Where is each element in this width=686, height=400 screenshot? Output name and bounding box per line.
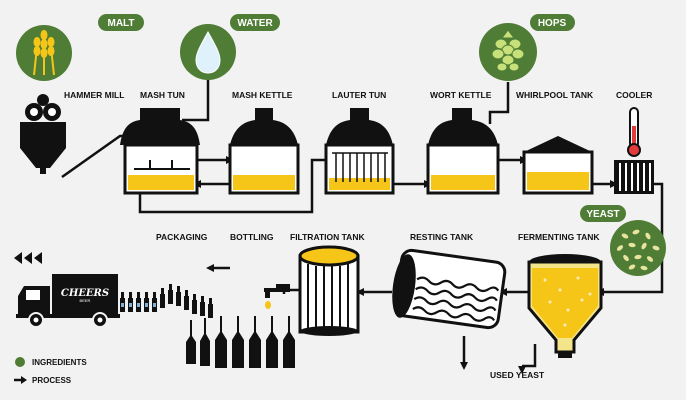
label-resting-tank: RESTING TANK <box>410 232 474 242</box>
yeast-badge: YEAST <box>580 205 666 276</box>
thermometer-icon <box>627 107 641 157</box>
mash-kettle <box>228 108 300 195</box>
resting-tank <box>392 248 507 330</box>
water-label: WATER <box>237 18 273 29</box>
hammer-mill <box>20 94 66 174</box>
label-mash-kettle: MASH KETTLE <box>232 90 293 100</box>
wheat-icon <box>33 30 55 76</box>
label-filtration-tank: FILTRATION TANK <box>290 232 365 242</box>
yeast-cells-icon <box>616 228 661 272</box>
legend-ingredients-label: INGREDIENTS <box>32 358 87 367</box>
malt-badge: MALT <box>16 14 144 81</box>
pipe-hops <box>488 82 510 124</box>
truck-sub-text: BEER <box>80 298 91 303</box>
label-hammer-mill: HAMMER MILL <box>64 90 124 100</box>
hops-label: HOPS <box>538 18 567 29</box>
cooler <box>614 107 654 194</box>
legend-process-arrow-icon <box>21 376 27 384</box>
label-used-yeast: USED YEAST <box>490 370 545 380</box>
label-packaging: PACKAGING <box>156 232 208 242</box>
malt-label: MALT <box>107 18 134 29</box>
label-bottling: BOTTLING <box>230 232 274 242</box>
lauter-tun <box>324 108 395 195</box>
triple-arrow-icon <box>14 252 42 264</box>
yeast-label: YEAST <box>586 209 619 220</box>
station-labels: HAMMER MILL MASH TUN MASH KETTLE LAUTER … <box>64 90 652 380</box>
filtration-tank <box>264 245 360 336</box>
legend: INGREDIENTS PROCESS <box>14 357 87 385</box>
legend-ingredient-dot <box>15 357 25 367</box>
pipe-tun-to-lauter <box>138 158 328 214</box>
wort-kettle <box>426 108 500 195</box>
label-wort-kettle: WORT KETTLE <box>430 90 492 100</box>
hops-badge: HOPS <box>479 14 575 81</box>
legend-process-label: PROCESS <box>32 376 72 385</box>
pipe-water <box>182 78 210 122</box>
label-fermenting-tank: FERMENTING TANK <box>518 232 600 242</box>
pipe-used-yeast-2 <box>522 344 537 368</box>
truck-brand-text: CHEERS <box>61 288 109 299</box>
whirlpool-tank <box>522 136 594 195</box>
water-drop-icon <box>195 30 221 74</box>
tap-icon <box>264 284 290 309</box>
big-bottles <box>186 316 295 368</box>
water-badge: WATER <box>180 14 280 80</box>
delivery-truck: CHEERS BEER <box>14 252 120 328</box>
fermenting-tank <box>527 254 603 358</box>
label-mash-tun: MASH TUN <box>140 90 185 100</box>
hop-cone-icon <box>491 29 525 72</box>
label-whirlpool-tank: WHIRLPOOL TANK <box>516 90 594 100</box>
label-cooler: COOLER <box>616 90 652 100</box>
bottling-bottles <box>120 284 295 368</box>
mash-tun <box>120 108 200 195</box>
small-bottles <box>120 284 213 318</box>
label-lauter-tun: LAUTER TUN <box>332 90 386 100</box>
